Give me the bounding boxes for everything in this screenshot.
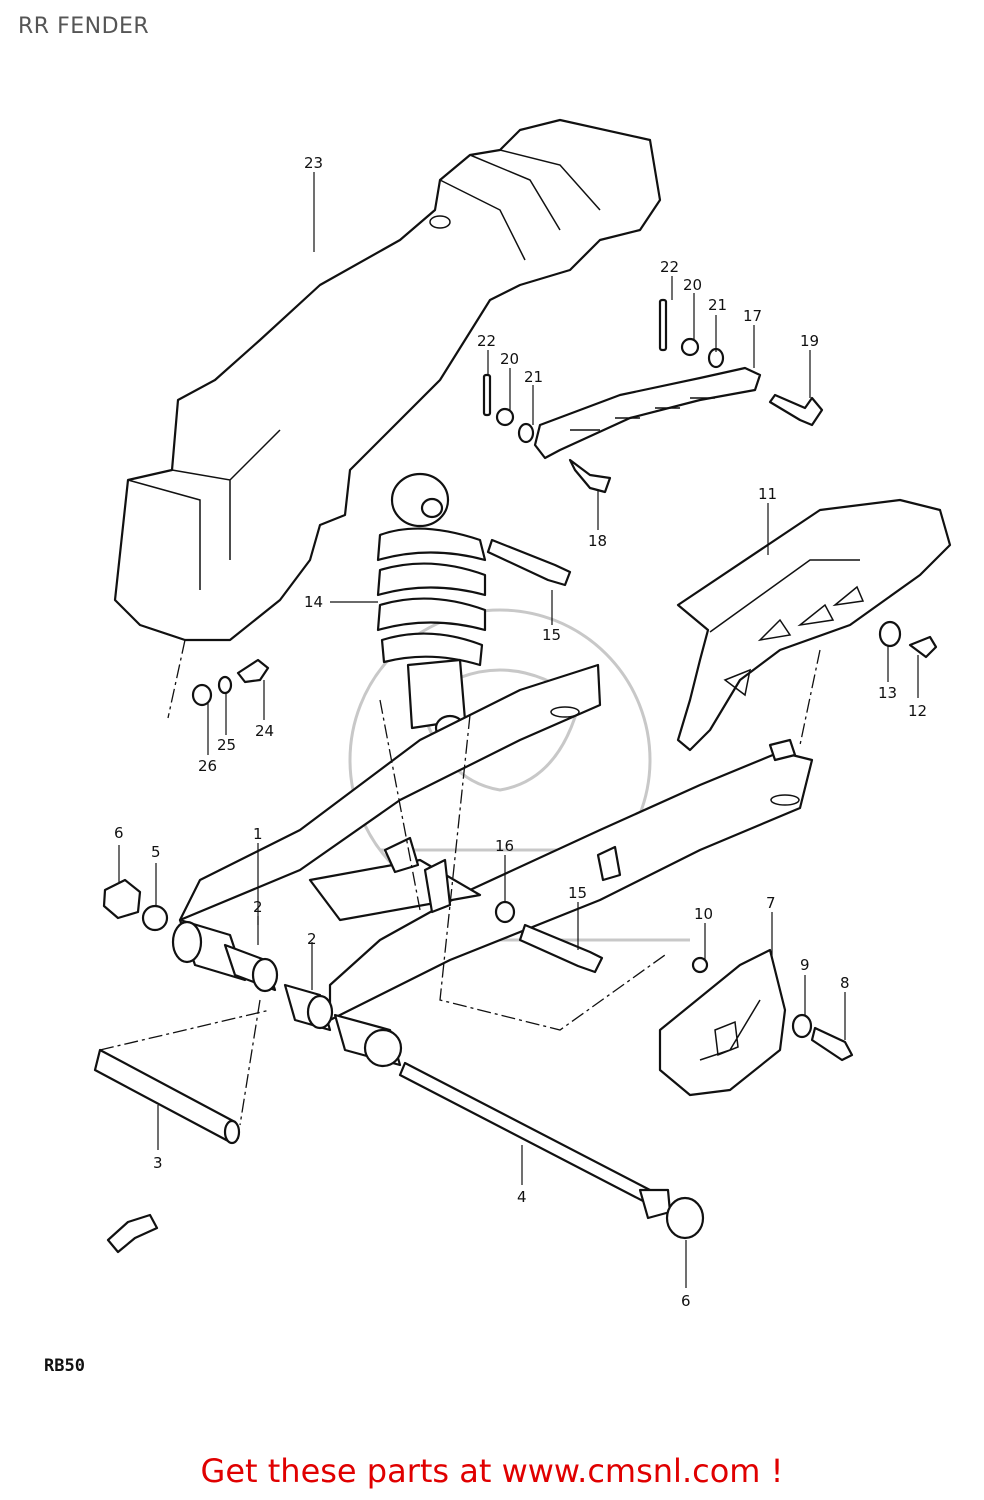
chain-guard <box>676 498 952 752</box>
callout-14: 14 <box>304 593 323 611</box>
rear-fender <box>113 118 662 642</box>
callout-8: 8 <box>840 974 850 992</box>
chain-adjuster-case <box>658 948 854 1097</box>
callout-leaders <box>118 172 919 1288</box>
callout-1: 1 <box>253 825 263 843</box>
bracket-fasteners <box>482 298 824 494</box>
callout-25: 25 <box>217 736 236 754</box>
callout-26: 26 <box>198 757 217 775</box>
callout-6: 6 <box>114 824 124 842</box>
callout-21: 21 <box>524 368 543 386</box>
callout-7: 7 <box>766 894 776 912</box>
fender-fasteners <box>191 658 270 707</box>
callout-5: 5 <box>151 843 161 861</box>
callout-9: 9 <box>800 956 810 974</box>
callout-6: 6 <box>681 1292 691 1310</box>
callout-23: 23 <box>304 154 323 172</box>
callout-17: 17 <box>743 307 762 325</box>
callout-19: 19 <box>800 332 819 350</box>
callout-2: 2 <box>307 930 317 948</box>
footer-link-text[interactable]: Get these parts at www.cmsnl.com ! <box>200 1452 784 1490</box>
callout-10: 10 <box>694 905 713 923</box>
callout-18: 18 <box>588 532 607 550</box>
front-direction-arrow <box>106 1213 159 1254</box>
swing-arm <box>178 663 814 1022</box>
callout-13: 13 <box>878 684 897 702</box>
callout-2: 2 <box>253 898 263 916</box>
model-code: RB50 <box>44 1356 85 1376</box>
callout-16: 16 <box>495 837 514 855</box>
callout-20: 20 <box>683 276 702 294</box>
callout-11: 11 <box>758 485 777 503</box>
callout-3: 3 <box>153 1154 163 1172</box>
callout-24: 24 <box>255 722 274 740</box>
callout-15: 15 <box>568 884 587 902</box>
callout-21: 21 <box>708 296 727 314</box>
callout-4: 4 <box>517 1188 527 1206</box>
callout-labels: 23 22 20 21 17 19 22 20 21 18 11 14 15 1… <box>114 154 927 1310</box>
callout-20: 20 <box>500 350 519 368</box>
pivot-nuts <box>102 878 169 932</box>
fender-bracket <box>533 366 762 460</box>
swing-arm-axle <box>398 1061 705 1240</box>
callout-22: 22 <box>660 258 679 276</box>
callout-12: 12 <box>908 702 927 720</box>
page-title: RR FENDER <box>18 14 150 39</box>
callout-15: 15 <box>542 626 561 644</box>
alignment-lines <box>99 639 821 1126</box>
pivot-bushings <box>171 918 403 1068</box>
callout-22: 22 <box>477 332 496 350</box>
pivot-shaft <box>93 1048 241 1145</box>
